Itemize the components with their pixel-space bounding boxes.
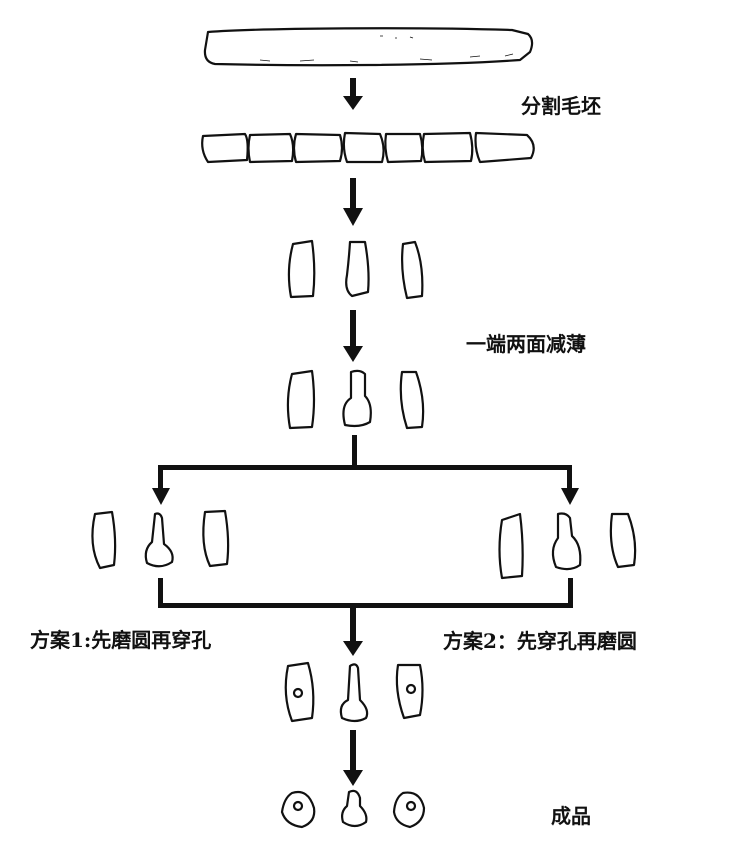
plan-2-pieces [498,512,637,580]
raw-bone-strip-icon [203,27,534,67]
bone-piece-icon [399,370,425,430]
bone-piece-icon [91,510,117,570]
raw-bone-texture [259,35,514,63]
bone-piece-icon [401,240,424,300]
bone-segment-icon [201,132,249,164]
step-label-split-blank: 分割毛坯 [521,94,601,118]
step-label-thin-one-end: 一端两面减薄 [466,332,586,356]
bone-piece-icon [498,512,524,580]
bone-segment-icon [292,132,344,164]
bone-piece-icon [342,369,372,428]
branch-join-connector [158,578,573,656]
bone-piece-icon [287,239,316,299]
drilled-pieces [284,661,424,723]
bone-piece-icon [286,369,316,430]
pendant-icon [341,789,368,828]
thinned-pieces [286,369,425,430]
bone-piece-icon [202,509,230,568]
down-arrow-icon [343,178,363,226]
bone-piece-icon [551,512,582,571]
bone-segment-icon [384,132,424,164]
bone-segment-icon [247,132,295,164]
bone-segment-icon [421,131,474,164]
finished-pendants [280,789,426,829]
bone-piece-icon [609,512,637,569]
branch-split-connector [152,435,579,505]
blank-pieces [287,239,424,300]
down-arrow-icon [343,310,363,362]
bone-piece-icon [345,240,370,298]
down-arrow-icon [343,78,363,110]
branch-label-plan-1: 方案1:先磨圆再穿孔 [30,628,212,652]
branch-label-plan-2: 方案2：先穿孔再磨圆 [443,629,637,653]
bone-segments [201,131,535,164]
bone-segment-icon [474,131,535,164]
plan-1-pieces [91,509,230,570]
bone-segment-icon [342,131,385,164]
bone-piece-icon [339,663,369,723]
down-arrow-icon [343,730,363,786]
bone-piece-icon [144,512,174,568]
final-label: 成品 [551,804,591,828]
